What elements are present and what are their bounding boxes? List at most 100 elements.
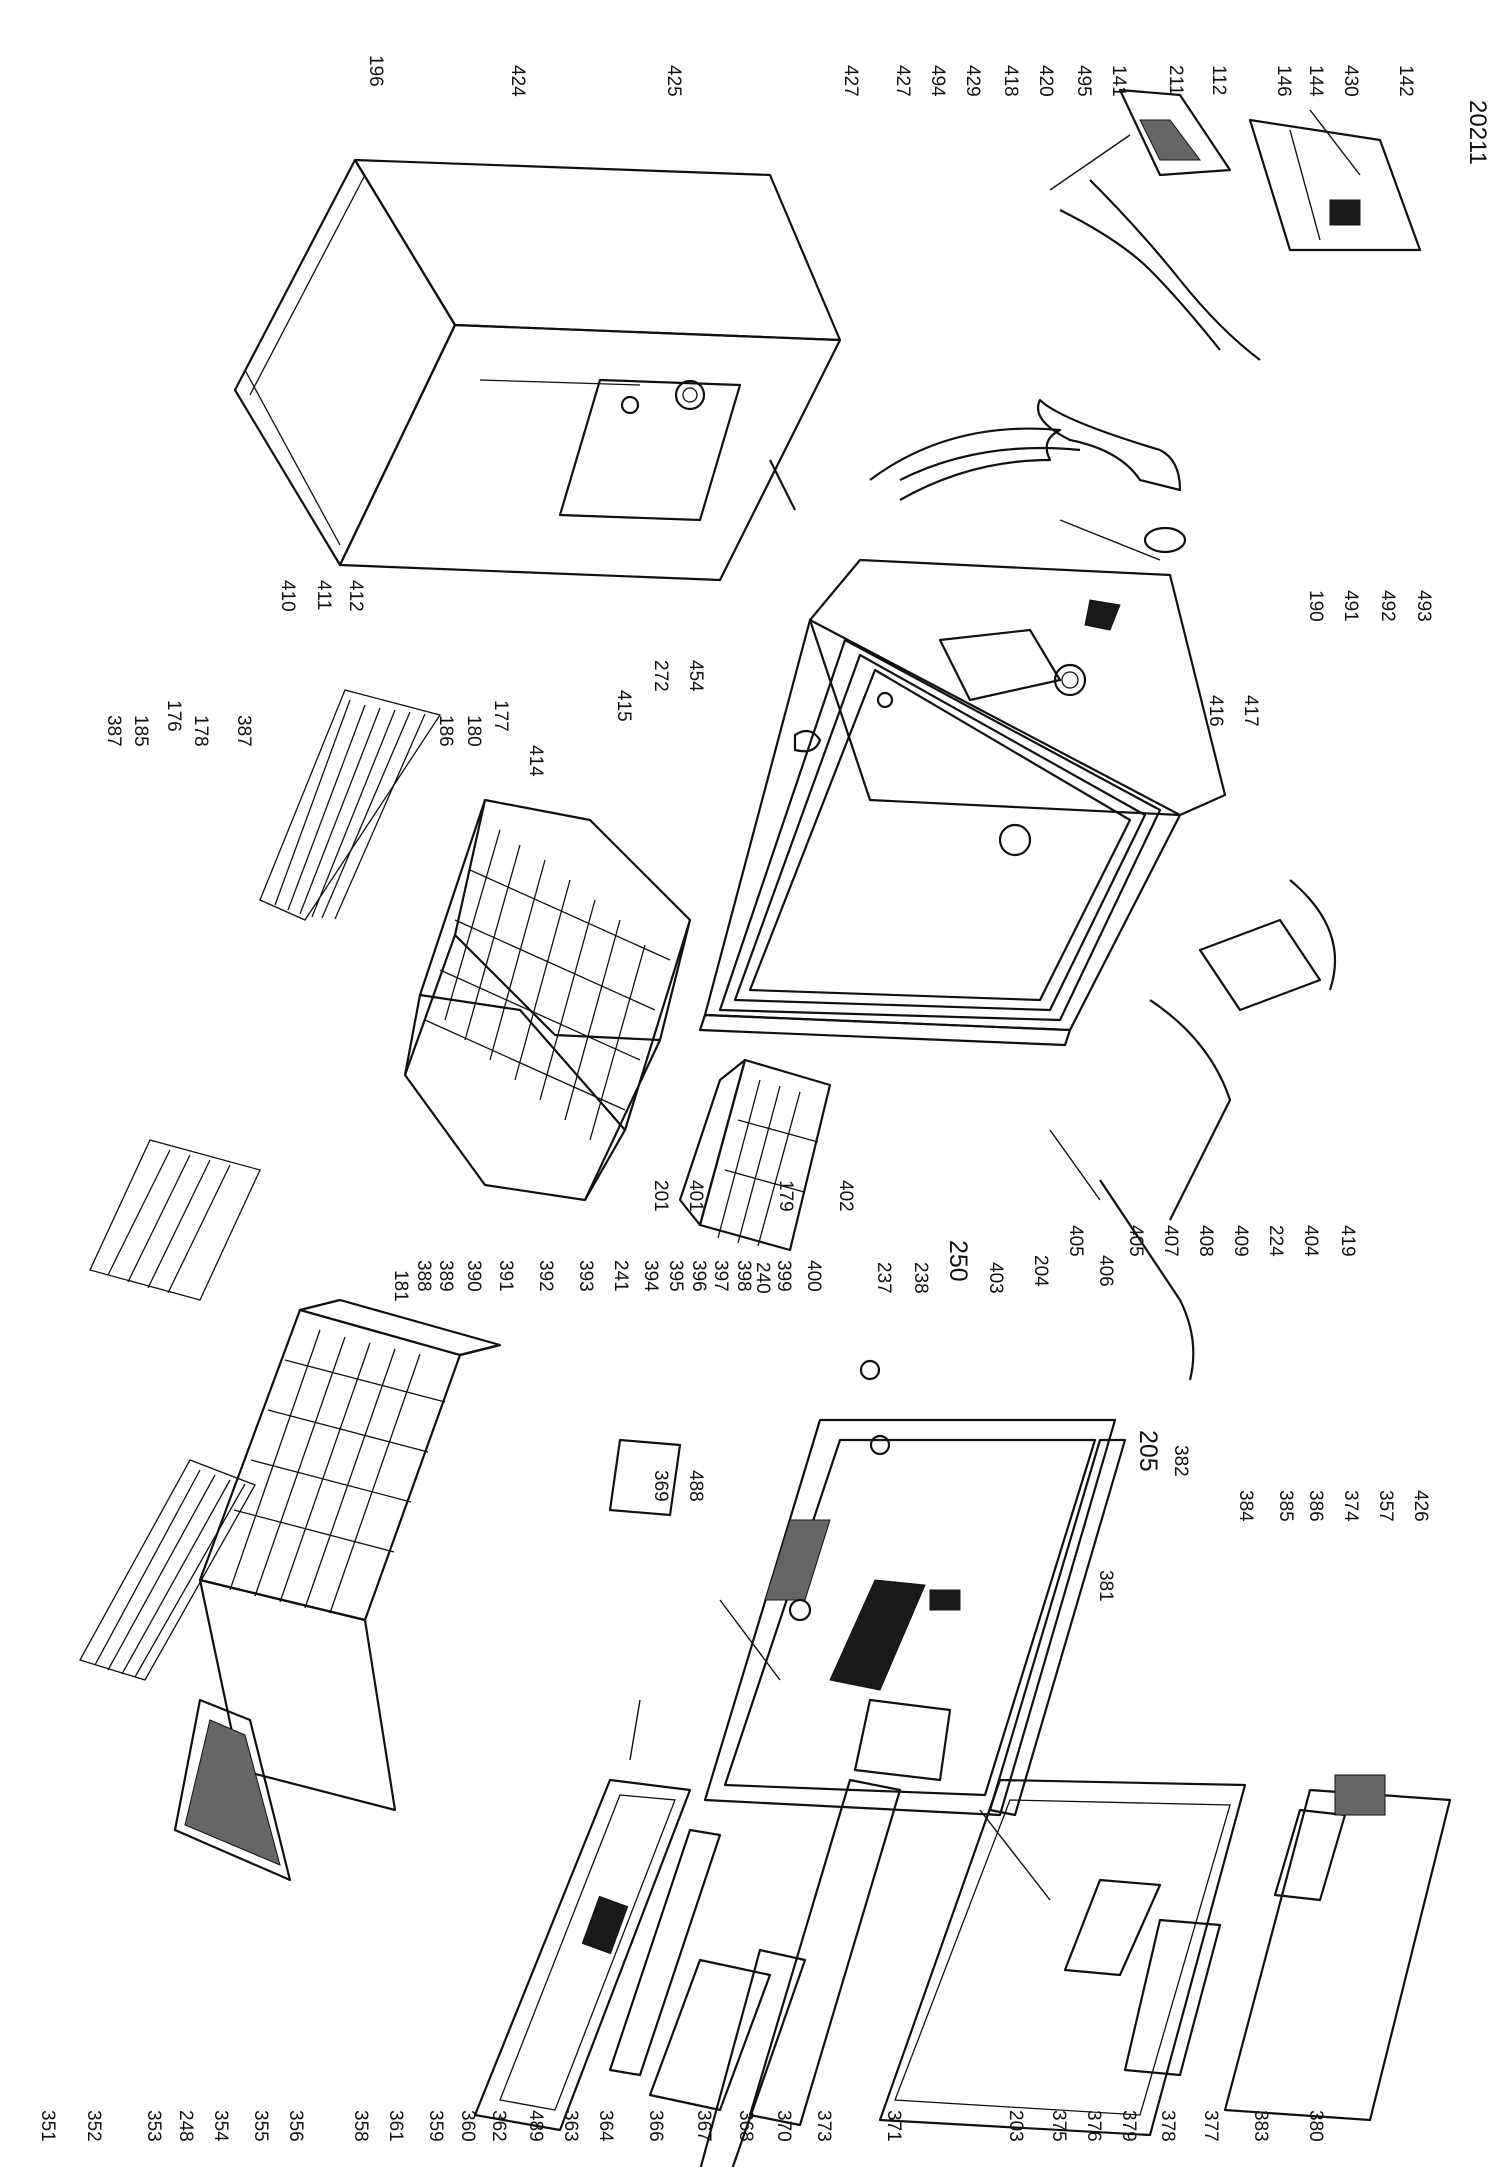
label-395: 395	[665, 1260, 686, 1292]
label-237: 237	[873, 1262, 894, 1294]
label-357: 357	[1375, 1490, 1396, 1522]
label-417: 417	[1240, 695, 1261, 727]
label-394: 394	[640, 1260, 661, 1292]
label-390: 390	[463, 1260, 484, 1292]
label-418: 418	[1000, 65, 1021, 97]
label-351: 351	[37, 2110, 58, 2142]
label-370: 370	[773, 2110, 794, 2142]
label-399: 399	[773, 1260, 794, 1292]
document-id: 20211	[1464, 100, 1491, 165]
label-369: 369	[650, 1470, 671, 1502]
label-406: 406	[1095, 1255, 1116, 1287]
label-492: 492	[1377, 590, 1398, 622]
label-196: 196	[365, 55, 386, 87]
base-assembly	[878, 1774, 1452, 2137]
label-224: 224	[1265, 1225, 1286, 1257]
label-373: 373	[813, 2110, 834, 2142]
label-360: 360	[457, 2110, 478, 2142]
label-186: 186	[435, 715, 456, 747]
label-405-b: 405	[1125, 1225, 1146, 1257]
label-387-a: 387	[103, 715, 124, 747]
label-201: 201	[650, 1180, 671, 1212]
label-393: 393	[575, 1260, 596, 1292]
label-385: 385	[1275, 1490, 1296, 1522]
label-359: 359	[425, 2110, 446, 2142]
label-411: 411	[313, 580, 334, 610]
label-241: 241	[610, 1260, 631, 1292]
label-203: 203	[1005, 2110, 1026, 2142]
label-146: 146	[1273, 65, 1294, 97]
label-410: 410	[277, 580, 298, 612]
label-141: 141	[1108, 65, 1129, 97]
label-366: 366	[645, 2110, 666, 2142]
label-425: 425	[663, 65, 684, 97]
label-377: 377	[1200, 2110, 1221, 2142]
label-176: 176	[163, 700, 184, 732]
label-427-b: 427	[892, 65, 913, 97]
upper-basket	[403, 798, 692, 1202]
label-424: 424	[507, 65, 528, 97]
label-190: 190	[1305, 590, 1326, 622]
label-368: 368	[735, 2110, 756, 2142]
label-358: 358	[350, 2110, 371, 2142]
label-491: 491	[1340, 590, 1361, 622]
leader-lines	[629, 109, 1361, 1901]
label-400: 400	[803, 1260, 824, 1292]
label-454: 454	[685, 660, 706, 692]
label-397: 397	[710, 1260, 731, 1292]
label-378: 378	[1157, 2110, 1178, 2142]
label-356: 356	[285, 2110, 306, 2142]
label-408: 408	[1195, 1225, 1216, 1257]
label-402: 402	[835, 1180, 856, 1212]
label-352: 352	[83, 2110, 104, 2142]
label-409: 409	[1230, 1225, 1251, 1257]
lower-basket	[198, 1298, 502, 1812]
callout-labels: 20211 387 185 176 178 387 410 411 412 19…	[37, 55, 1491, 2142]
label-179: 179	[775, 1180, 796, 1212]
label-396: 396	[688, 1260, 709, 1292]
label-430: 430	[1340, 65, 1361, 97]
label-398: 398	[733, 1260, 754, 1292]
label-353: 353	[143, 2110, 164, 2142]
label-489: 489	[525, 2110, 546, 2142]
label-382: 382	[1170, 1445, 1191, 1477]
label-181: 181	[390, 1270, 411, 1302]
label-250: 250	[944, 1240, 972, 1282]
label-412: 412	[345, 580, 366, 612]
label-403: 403	[985, 1262, 1006, 1294]
label-414: 414	[525, 745, 546, 777]
label-144: 144	[1305, 65, 1326, 97]
label-392: 392	[535, 1260, 556, 1292]
label-379: 379	[1118, 2110, 1139, 2142]
label-429: 429	[962, 65, 983, 97]
label-238: 238	[910, 1262, 931, 1294]
label-376: 376	[1083, 2110, 1104, 2142]
label-362: 362	[488, 2110, 509, 2142]
label-387-b: 387	[233, 715, 254, 747]
label-404: 404	[1300, 1225, 1321, 1257]
label-205: 205	[1134, 1430, 1162, 1472]
label-248: 248	[175, 2110, 196, 2142]
label-405-a: 405	[1065, 1225, 1086, 1257]
label-364: 364	[595, 2110, 616, 2142]
label-363: 363	[560, 2110, 581, 2142]
label-389: 389	[435, 1260, 456, 1292]
label-426: 426	[1410, 1490, 1431, 1522]
label-407: 407	[1160, 1225, 1181, 1257]
label-367: 367	[693, 2110, 714, 2142]
label-355: 355	[250, 2110, 271, 2142]
label-415: 415	[613, 690, 634, 722]
label-354: 354	[210, 2110, 231, 2142]
label-388: 388	[413, 1260, 434, 1292]
label-178: 178	[190, 715, 211, 747]
label-384: 384	[1235, 1490, 1256, 1522]
label-401: 401	[685, 1180, 706, 1212]
label-112: 112	[1208, 65, 1229, 95]
label-391: 391	[495, 1260, 516, 1292]
label-383: 383	[1250, 2110, 1271, 2142]
label-204: 204	[1030, 1255, 1051, 1287]
label-180: 180	[463, 715, 484, 747]
label-427-a: 427	[840, 65, 861, 97]
